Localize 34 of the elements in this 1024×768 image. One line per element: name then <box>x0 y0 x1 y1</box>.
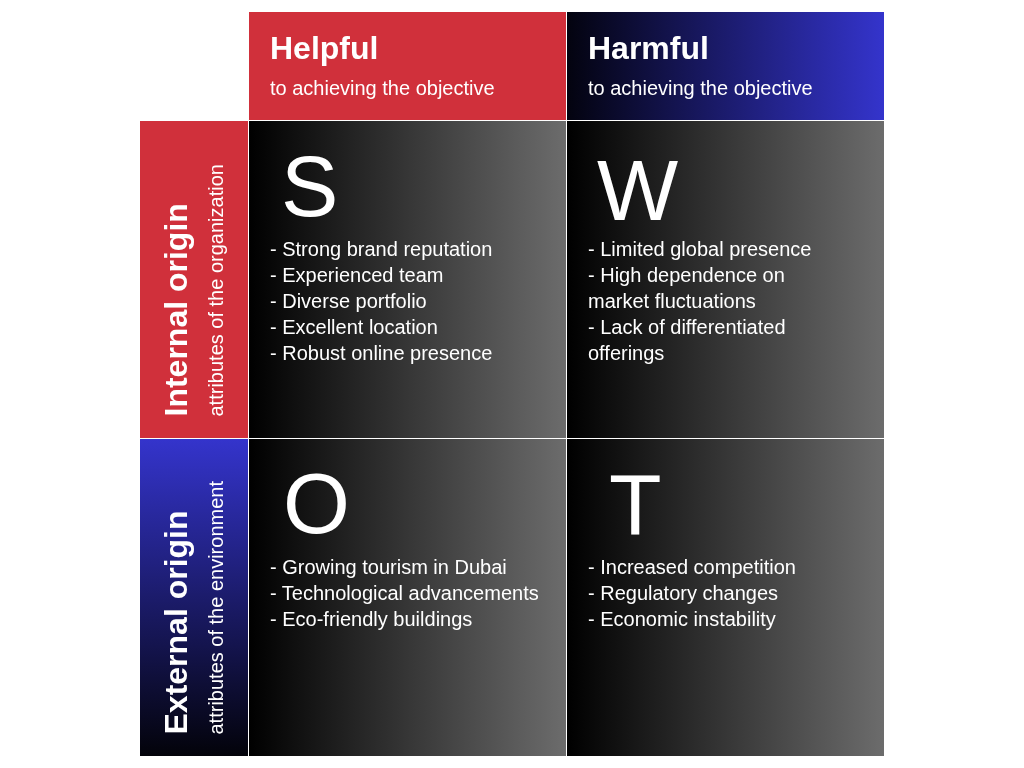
row-header <box>140 439 248 756</box>
list-item: - Growing tourism in Dubai <box>270 555 507 580</box>
column-header <box>249 12 566 120</box>
quadrant-letter: O <box>283 460 350 546</box>
row-header <box>140 121 248 438</box>
row-title: External origin <box>157 509 193 734</box>
quadrant-letter: T <box>609 461 662 547</box>
swot-quadrant <box>249 121 566 438</box>
list-item: - Increased competition <box>588 555 796 580</box>
quadrant-letter: S <box>281 143 339 229</box>
column-title: Harmful <box>588 30 709 66</box>
column-subtitle: to achieving the objective <box>270 76 495 100</box>
list-item: - High dependence on market fluctuations <box>588 263 786 314</box>
list-item: - Robust online presence <box>270 341 493 366</box>
list-item: - Lack of differentiated offerings <box>588 315 787 366</box>
row-subtitle: attributes of the organization <box>203 163 227 416</box>
list-item: - Eco-friendly buildings <box>270 607 473 632</box>
quadrant-letter: W <box>597 147 679 233</box>
list-item: - Diverse portfolio <box>270 289 427 314</box>
swot-quadrant <box>567 121 884 438</box>
list-item: - Limited global presence <box>588 237 812 262</box>
list-item: - Technological advancements <box>270 581 539 606</box>
column-title: Helpful <box>270 30 379 66</box>
column-subtitle: to achieving the objective <box>588 76 813 100</box>
row-subtitle: attributes of the environment <box>203 480 227 734</box>
column-header <box>567 12 884 120</box>
swot-quadrant <box>249 439 566 756</box>
list-item: - Economic instability <box>588 607 776 632</box>
row-title: Internal origin <box>157 202 193 416</box>
list-item: - Excellent location <box>270 315 438 340</box>
list-item: - Experienced team <box>270 263 444 288</box>
list-item: - Regulatory changes <box>588 581 779 606</box>
swot-quadrant <box>567 439 884 756</box>
list-item: - Strong brand reputation <box>270 237 493 262</box>
